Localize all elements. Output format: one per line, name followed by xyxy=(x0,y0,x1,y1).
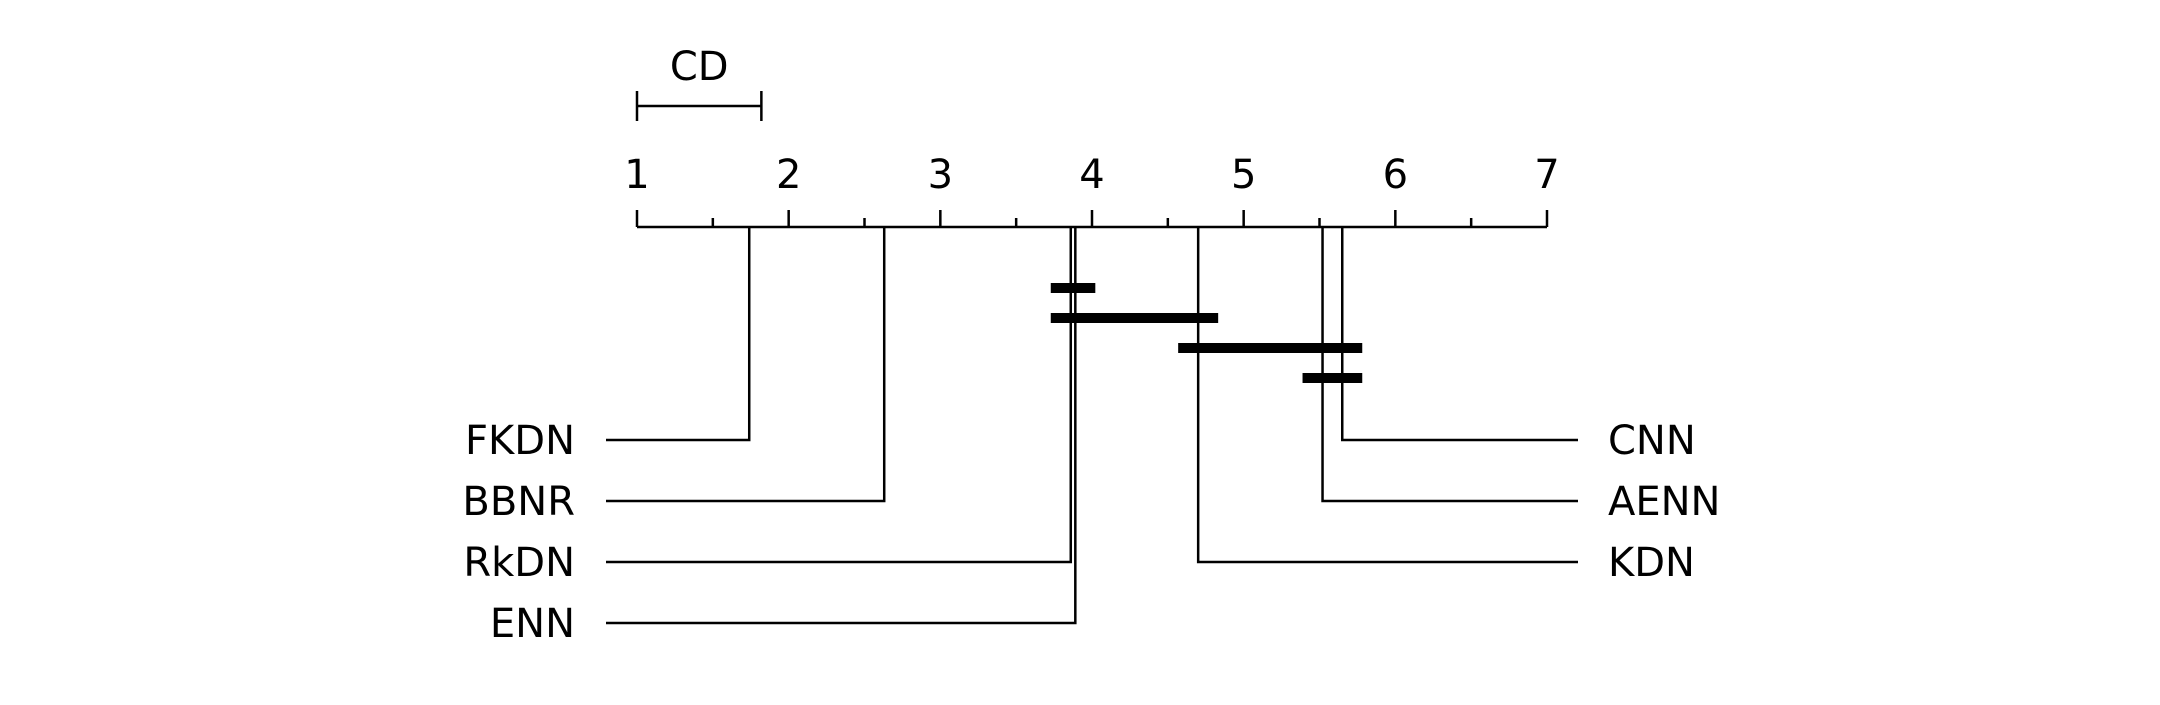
method-line xyxy=(1341,227,1578,442)
method-label: BBNR xyxy=(462,479,575,525)
method-line xyxy=(1196,227,1578,564)
rank-axis: 1 2 3 4 5 6 7 xyxy=(624,152,1560,229)
method-line xyxy=(606,227,1077,625)
tick-label: 5 xyxy=(1231,152,1256,198)
cd-bar: CD xyxy=(635,44,763,121)
tick-label: 3 xyxy=(928,152,953,198)
method-line xyxy=(606,227,886,503)
tick-label: 4 xyxy=(1079,152,1104,198)
cliques xyxy=(1050,283,1363,383)
methods: FKDN BBNR RkDN ENN CNN AENN KDN xyxy=(462,227,1720,647)
tick-label: 2 xyxy=(776,152,801,198)
method-label: AENN xyxy=(1608,479,1720,525)
tick-label: 7 xyxy=(1534,152,1559,198)
method-label: KDN xyxy=(1608,540,1695,586)
method-line xyxy=(606,227,751,442)
tick-label: 6 xyxy=(1383,152,1408,198)
method-label: RkDN xyxy=(463,540,575,586)
tick-label: 1 xyxy=(624,152,649,198)
cd-label: CD xyxy=(670,44,729,90)
method-label: CNN xyxy=(1608,418,1696,464)
method-label: ENN xyxy=(490,601,575,647)
method-label: FKDN xyxy=(465,418,575,464)
method-line xyxy=(606,227,1073,564)
method-line xyxy=(1321,227,1578,503)
